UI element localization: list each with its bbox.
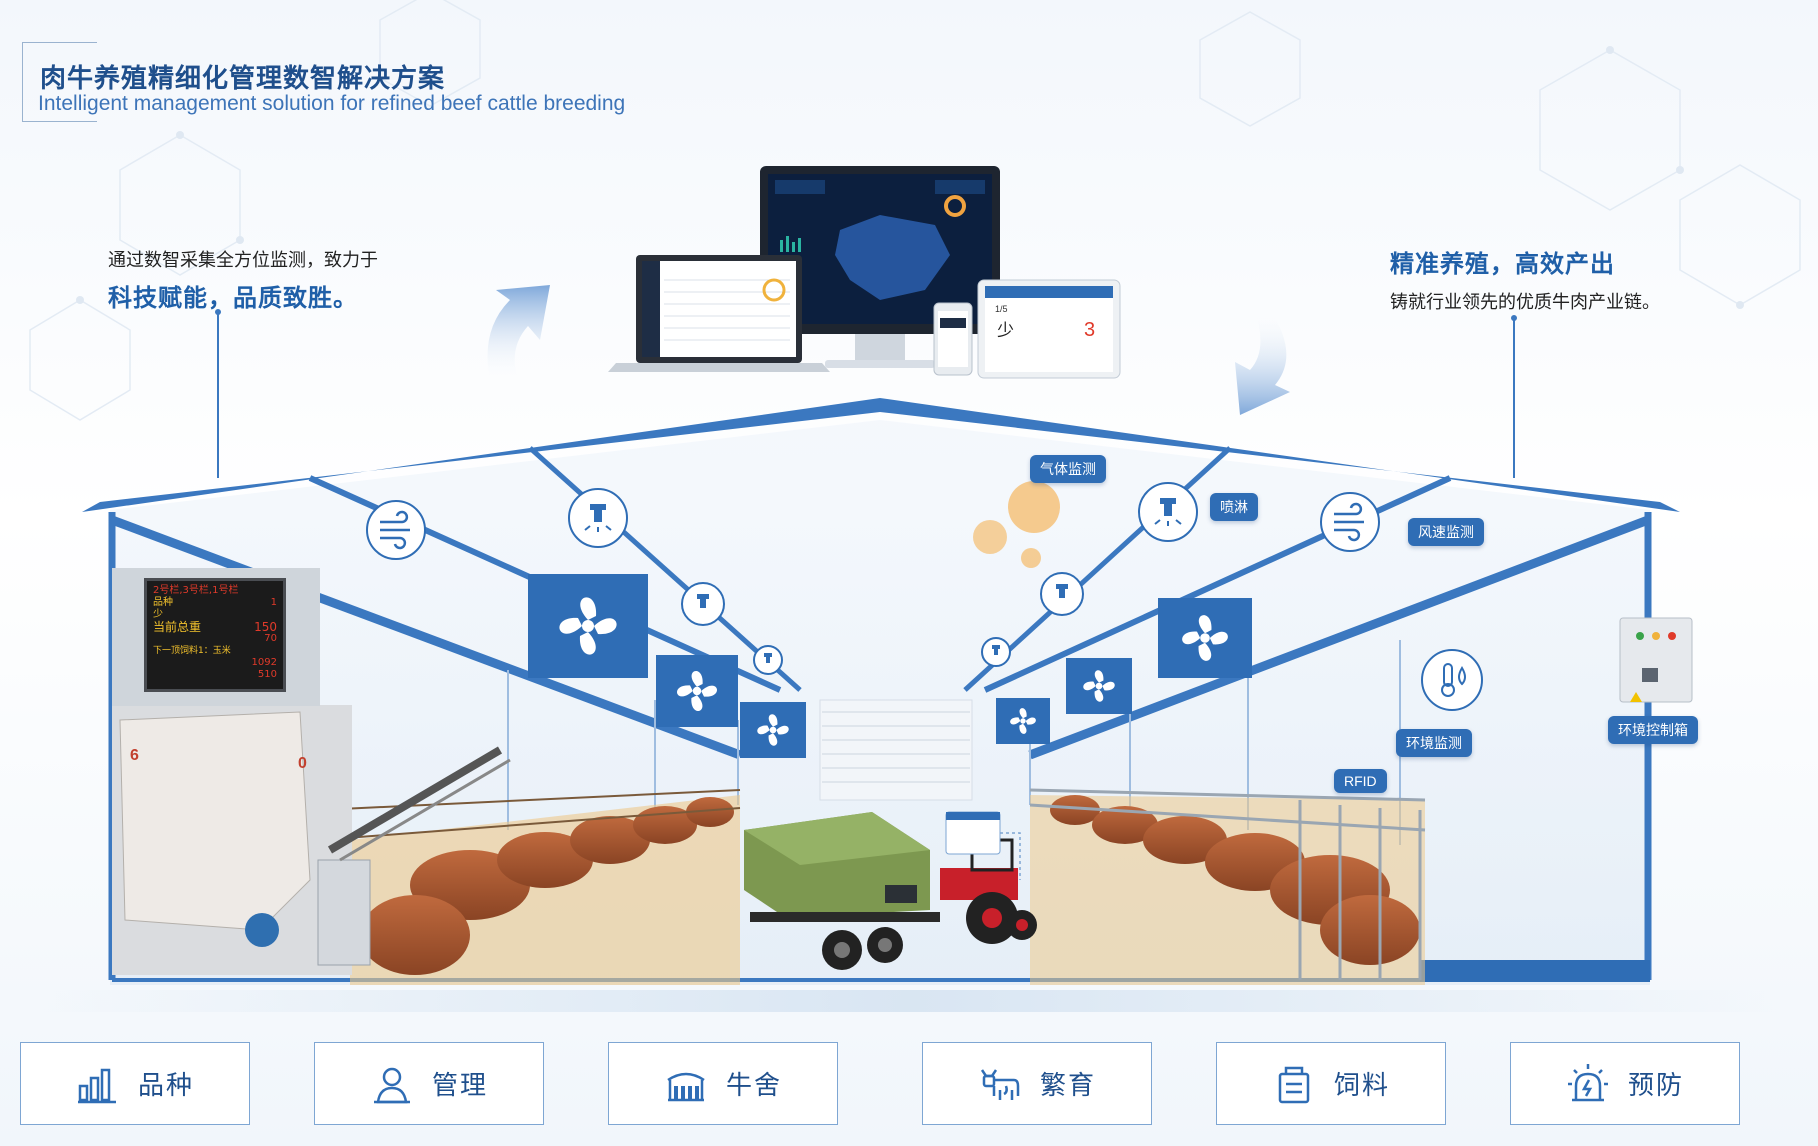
back-door [819, 699, 973, 801]
led-row3: 少 [153, 609, 163, 620]
nav-prevention-label: 预防 [1627, 1070, 1684, 1100]
cattle-herd-right [1029, 788, 1426, 985]
nav-barn-button[interactable]: 牛舍 [608, 1042, 838, 1125]
device-group [608, 166, 1121, 379]
floor-shadow [30, 990, 1790, 1012]
led-row1: 2号栏,3号栏,1号栏 [153, 585, 239, 596]
tablet-char: 少 [997, 321, 1014, 340]
feed-mixer-machine: 6 0 [112, 705, 511, 975]
nav-feed-label: 饲料 [1333, 1070, 1390, 1100]
led-row4-label: 当前总重 [153, 620, 202, 634]
svg-text:0: 0 [298, 755, 307, 772]
thermometer-icon [1421, 649, 1483, 711]
nav-feed-button[interactable]: 饲料 [1216, 1042, 1446, 1125]
nav-breed-label: 品种 [137, 1070, 194, 1100]
led-display: 2号栏,3号栏,1号栏 品种 1 少 当前总重 150 70 下一顶饲料1：玉米 1… [144, 578, 286, 692]
cattle-herd-left [319, 789, 741, 985]
wind-speed-sensor-icon [1320, 492, 1380, 552]
left-caption-line1: 通过数智采集全方位监测，致力于 [108, 250, 378, 270]
sprinkler-tiny-icon [753, 645, 783, 675]
led-row7: 1092 [251, 657, 277, 668]
fan-small-right [996, 698, 1050, 744]
sprinkler-right-tiny-icon [981, 637, 1011, 667]
nav-barn-label: 牛舍 [725, 1070, 782, 1100]
led-row6: 下一顶饲料1：玉米 [153, 646, 231, 656]
cow-icon [980, 1068, 1020, 1100]
right-caption-line1: 精准养殖，高效产出 [1390, 251, 1615, 278]
tag-spray[interactable]: 喷淋 [1210, 493, 1258, 521]
fan-small-left [740, 702, 806, 758]
nav-prevention-button[interactable]: 预防 [1510, 1042, 1740, 1125]
control-box [1619, 617, 1693, 703]
tag-control-box[interactable]: 环境控制箱 [1608, 716, 1698, 744]
led-row5: 70 [264, 633, 277, 644]
sprinkler-icon [568, 488, 628, 548]
tag-env-monitoring[interactable]: 环境监测 [1396, 729, 1472, 757]
nav-breeding-label: 繁育 [1039, 1070, 1096, 1100]
barn-illustration: 1/5 少 3 [82, 166, 1693, 985]
gas-bubbles [973, 481, 1060, 568]
tractor-display [945, 811, 1021, 880]
svg-text:6: 6 [130, 747, 139, 764]
title-frame [22, 42, 97, 122]
alarm-icon [1567, 1063, 1608, 1101]
led-panel-frame: 2号栏,3号栏,1号栏 品种 1 少 当前总重 150 70 下一顶饲料1：玉米 1… [112, 568, 320, 706]
tag-rfid[interactable]: RFID [1334, 769, 1387, 793]
upload-arrow-icon [487, 285, 550, 380]
fan-medium-right [1066, 658, 1132, 714]
nav-manage-label: 管理 [431, 1070, 488, 1100]
user-icon [373, 1067, 410, 1103]
tag-wind-monitoring[interactable]: 风速监测 [1408, 518, 1484, 546]
fan-large-left [528, 574, 648, 678]
tablet-index: 1/5 [995, 304, 1008, 314]
led-row2-label: 品种 [153, 597, 173, 608]
download-arrow-icon [1235, 310, 1290, 415]
fan-medium-left [656, 655, 738, 727]
nav-breeding-button[interactable]: 繁育 [922, 1042, 1152, 1125]
fan-large-right [1158, 598, 1252, 678]
sprinkler-right-icon [1040, 572, 1084, 616]
left-caption-line2: 科技赋能，品质致胜。 [108, 285, 358, 312]
page-subtitle: Intelligent management solution for refi… [38, 92, 626, 115]
barn-icon [667, 1072, 705, 1101]
led-row2-value: 1 [270, 597, 277, 608]
wind-sensor-icon [366, 500, 426, 560]
feed-wagon [744, 812, 940, 970]
spray-sensor-icon [1138, 482, 1198, 542]
led-row4-value: 150 [254, 620, 277, 634]
nav-breed-button[interactable]: 品种 [20, 1042, 250, 1125]
right-caption-line2: 铸就行业领先的优质牛肉产业链。 [1390, 292, 1660, 312]
tag-gas-monitoring[interactable]: 气体监测 [1030, 455, 1106, 483]
tablet-count: 3 [1084, 319, 1095, 341]
bar-chart-icon [77, 1068, 116, 1103]
sprinkler-small-icon [681, 582, 725, 626]
led-row8: 510 [257, 669, 277, 680]
feed-bucket-icon [1278, 1066, 1310, 1103]
page-title: 肉牛养殖精细化管理数智解决方案 [40, 63, 446, 93]
nav-manage-button[interactable]: 管理 [314, 1042, 544, 1125]
